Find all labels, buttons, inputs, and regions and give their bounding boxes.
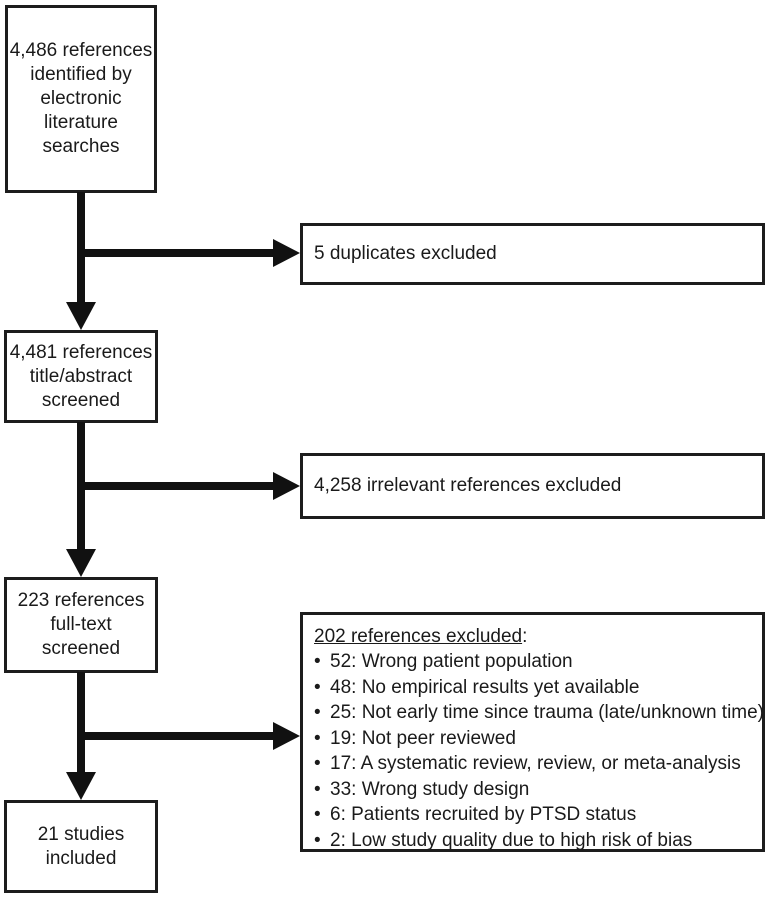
arrow-right-icon bbox=[273, 472, 300, 500]
connector-line-identified-to-screened bbox=[77, 192, 85, 304]
references-excluded-heading-colon: : bbox=[522, 626, 528, 647]
arrow-down-icon bbox=[66, 549, 96, 577]
references-excluded-heading-text: 202 references excluded bbox=[314, 626, 523, 647]
arrow-down-icon bbox=[66, 772, 96, 800]
box-duplicates-excluded-label: 5 duplicates excluded bbox=[314, 243, 497, 264]
connector-line-to-duplicates bbox=[81, 249, 276, 257]
exclusion-reason-item: 6: Patients recruited by PTSD status bbox=[314, 802, 752, 828]
arrow-right-icon bbox=[273, 722, 300, 750]
arrow-right-icon bbox=[273, 239, 300, 267]
box-studies-included: 21 studies included bbox=[4, 800, 158, 893]
references-excluded-heading: 202 references excluded: bbox=[314, 624, 752, 649]
box-duplicates-excluded: 5 duplicates excluded bbox=[300, 223, 765, 285]
exclusion-reason-item: 17: A systematic review, review, or meta… bbox=[314, 751, 752, 777]
box-irrelevant-references-excluded-label: 4,258 irrelevant references excluded bbox=[314, 475, 622, 496]
box-full-text-screened: 223 references full-text screened bbox=[4, 577, 158, 673]
connector-line-to-excluded bbox=[81, 732, 276, 740]
exclusion-reason-item: 2: Low study quality due to high risk of… bbox=[314, 828, 752, 854]
exclusion-reason-item: 52: Wrong patient population bbox=[314, 649, 752, 675]
box-title-abstract-screened: 4,481 references title/abstract screened bbox=[4, 330, 158, 423]
exclusion-reason-item: 33: Wrong study design bbox=[314, 777, 752, 803]
exclusion-reason-list: 52: Wrong patient population48: No empir… bbox=[314, 649, 764, 854]
exclusion-reason-item: 48: No empirical results yet available bbox=[314, 675, 752, 701]
box-references-excluded: 202 references excluded: 52: Wrong patie… bbox=[300, 612, 765, 854]
connector-line-fulltext-to-included bbox=[77, 672, 85, 774]
box-references-identified: 4,486 references identified by electroni… bbox=[5, 5, 157, 193]
connector-line-to-irrelevant bbox=[81, 482, 276, 490]
arrow-down-icon bbox=[66, 302, 96, 330]
box-irrelevant-references-excluded: 4,258 irrelevant references excluded bbox=[300, 453, 765, 519]
exclusion-reason-item: 25: Not early time since trauma (late/un… bbox=[314, 700, 764, 726]
exclusion-reason-item: 19: Not peer reviewed bbox=[314, 726, 752, 752]
